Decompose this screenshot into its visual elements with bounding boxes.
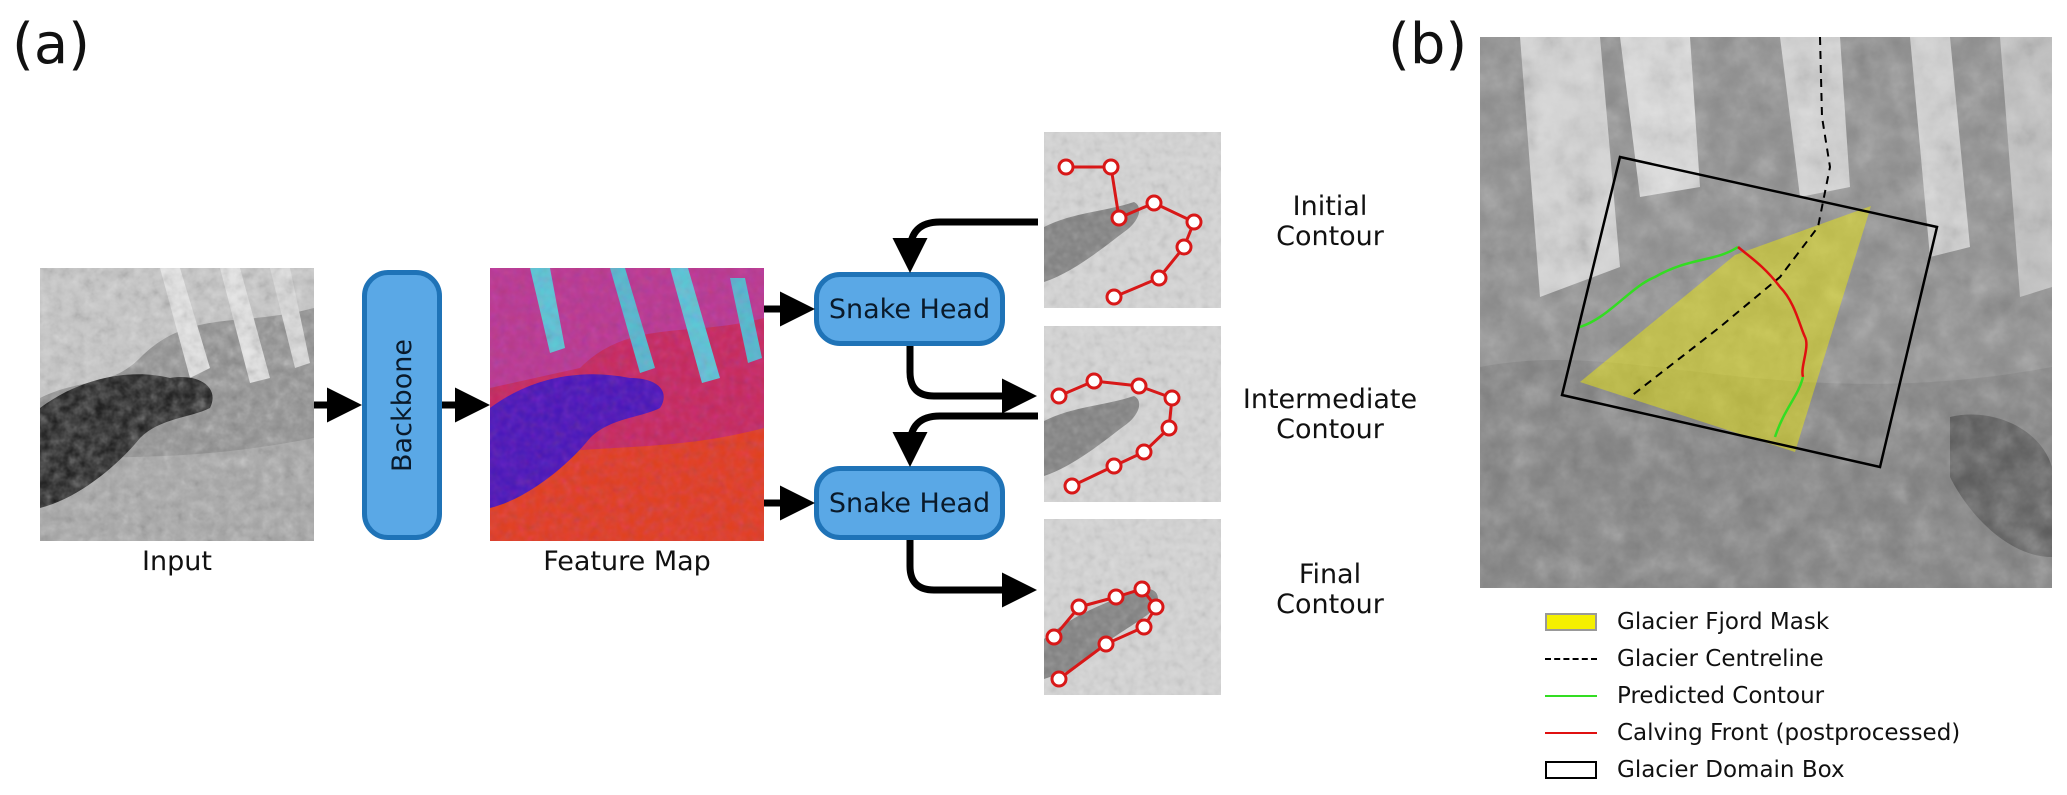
feature-map-image — [490, 268, 764, 541]
legend-item-predicted-contour: Predicted Contour — [1545, 677, 1960, 714]
glacier-domain-image — [1480, 37, 2052, 588]
feature-map-caption: Feature Map — [543, 546, 711, 577]
fjord-mask-swatch — [1545, 612, 1597, 631]
domain-box-swatch — [1545, 760, 1597, 779]
initial-contour-image — [1044, 132, 1221, 308]
legend-label: Glacier Fjord Mask — [1617, 608, 1830, 635]
panel-a-label: (a) — [12, 12, 91, 77]
legend-item-fjord-mask: Glacier Fjord Mask — [1545, 603, 1960, 640]
stage-final-label: Final Contour — [1276, 559, 1384, 620]
stage-initial-label: Initial Contour — [1276, 191, 1384, 252]
snake-head-top: Snake Head — [814, 272, 1005, 346]
legend-item-centreline: Glacier Centreline — [1545, 640, 1960, 677]
input-caption: Input — [142, 546, 212, 577]
legend-label: Predicted Contour — [1617, 682, 1825, 709]
centreline-swatch — [1545, 650, 1597, 668]
final-contour-image — [1044, 519, 1221, 695]
calving-front-swatch — [1545, 724, 1597, 742]
stage-intermediate-label: Intermediate Contour — [1242, 384, 1418, 445]
backbone-block: Backbone — [362, 270, 442, 540]
legend-item-calving-front: Calving Front (postprocessed) — [1545, 714, 1960, 751]
legend-label: Glacier Centreline — [1617, 645, 1824, 672]
flow-arrows — [314, 218, 1038, 608]
legend-label: Glacier Domain Box — [1617, 756, 1845, 783]
input-image — [40, 268, 314, 541]
snake-head-bottom: Snake Head — [814, 466, 1005, 540]
legend: Glacier Fjord Mask Glacier Centreline Pr… — [1545, 603, 1960, 788]
legend-item-domain-box: Glacier Domain Box — [1545, 751, 1960, 788]
legend-label: Calving Front (postprocessed) — [1617, 719, 1961, 746]
panel-b-label: (b) — [1388, 12, 1468, 77]
predicted-contour-swatch — [1545, 687, 1597, 705]
intermediate-contour-image — [1044, 326, 1221, 502]
